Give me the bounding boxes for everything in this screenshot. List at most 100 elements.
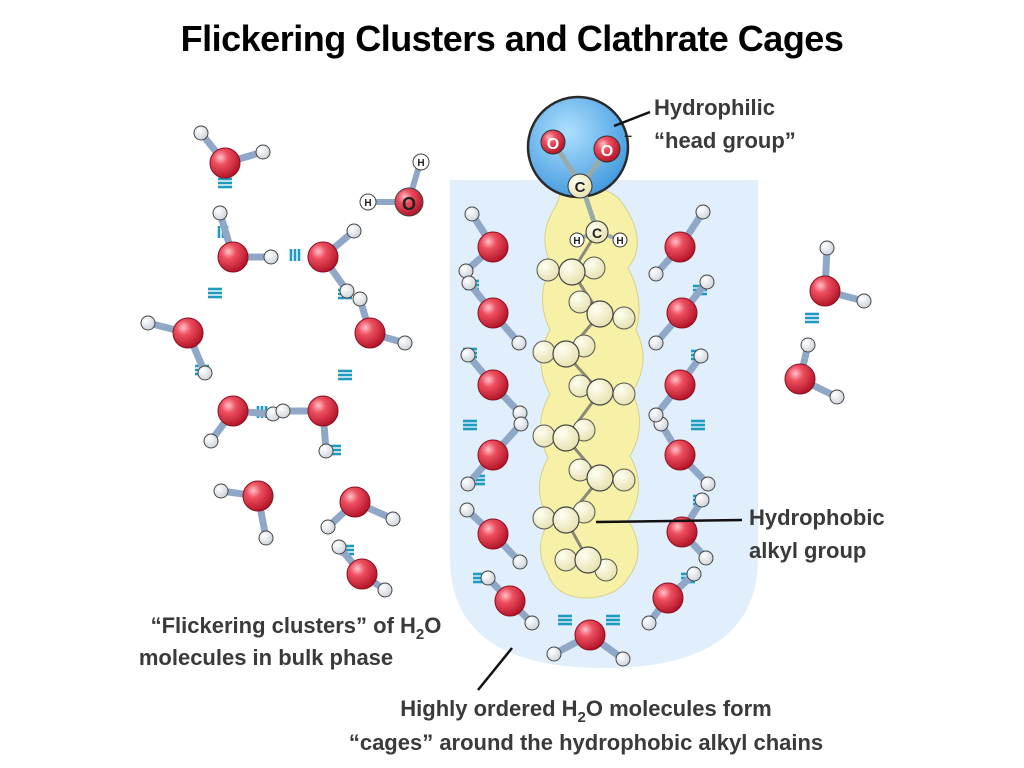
- hydrogen-atom: [698, 550, 714, 566]
- hydrogen-atom: [615, 651, 631, 667]
- alkyl-hydrogen-atom: [612, 468, 636, 492]
- water-molecule: [458, 206, 509, 279]
- water-molecule: [666, 492, 714, 566]
- hydrogen-bond: [558, 614, 572, 626]
- hydrogen-label: H: [616, 236, 623, 247]
- hydrogen-atom: [641, 615, 657, 631]
- alkyl-carbon-atom: [574, 546, 602, 574]
- hydrogen-atom: [512, 554, 528, 570]
- hydrogen-atom: [464, 206, 480, 222]
- carbon-label: C: [592, 225, 602, 241]
- oxygen-atom: [307, 241, 339, 273]
- hydrogen-atom: [856, 293, 872, 309]
- hydrogen-atom: [397, 335, 413, 351]
- oxygen-atom: [664, 231, 696, 263]
- hydrogen-atom: [648, 335, 664, 351]
- water-molecule: [641, 566, 702, 631]
- alkyl-hydrogen-atom: [568, 290, 592, 314]
- clusters-text-sub: 2: [416, 626, 424, 643]
- water-molecule: [648, 204, 711, 282]
- cages-text-b: O molecules form: [586, 696, 772, 721]
- hydrogen-atom: [480, 570, 496, 586]
- water-molecule: [784, 337, 845, 405]
- alkyl-carbon-atom: [586, 378, 614, 406]
- oxygen-atom: [809, 275, 841, 307]
- hydrogen-atom: [213, 483, 229, 499]
- hydrogen-bond: [218, 177, 232, 189]
- head-group-leader-line: [613, 110, 651, 128]
- cages-label-line2: “cages” around the hydrophobic alkyl cha…: [349, 730, 823, 755]
- oxygen-atom: [494, 585, 526, 617]
- hydrogen-atom: [320, 519, 336, 535]
- hydrogen-atom: [377, 582, 393, 598]
- alkyl-label-line2: alkyl group: [749, 538, 866, 563]
- water-molecule: [331, 539, 393, 598]
- oxygen-atom: [664, 439, 696, 471]
- alkyl-hydrogen-atom: [536, 258, 560, 282]
- slide-title: Flickering Clusters and Clathrate Cages: [180, 18, 844, 59]
- oxygen-label: O: [601, 143, 613, 160]
- water-molecule: [307, 223, 362, 299]
- water-molecule: [653, 416, 716, 492]
- hydrogen-bond: [208, 287, 222, 299]
- hydrogen-atom: [461, 275, 477, 291]
- alkyl-hydrogen-atom: [612, 382, 636, 406]
- hydrogen-atom: [339, 283, 355, 299]
- alkyl-hydrogen-atom: [582, 256, 606, 280]
- alkyl-carbon-atom: [586, 464, 614, 492]
- clusters-text-a: “Flickering clusters” of H: [151, 613, 416, 638]
- oxygen-atom: [217, 241, 249, 273]
- hydrogen-label: H: [573, 236, 580, 247]
- hydrogen-label: H: [417, 158, 424, 169]
- hydrogen-bond: [289, 249, 301, 261]
- cages-label-line1: Highly ordered H2O molecules form: [400, 696, 771, 726]
- water-molecule: [460, 416, 529, 492]
- hydrogen-atom: [612, 232, 628, 248]
- oxygen-atom: [540, 129, 566, 155]
- hydrogen-atom: [352, 291, 368, 307]
- alkyl-hydrogen-atom: [612, 306, 636, 330]
- hydrogen-atom: [203, 433, 219, 449]
- hydrogen-atom: [140, 315, 156, 331]
- hydrogen-atom: [460, 476, 476, 492]
- clusters-label-line1: “Flickering clusters” of H2O: [151, 613, 442, 643]
- hydrogen-atom: [459, 502, 475, 518]
- hydrogen-atom: [699, 274, 715, 290]
- alkyl-carbon-atom: [552, 506, 580, 534]
- clusters-text-b: O: [424, 613, 441, 638]
- charge-label: –: [624, 127, 632, 143]
- hydrogen-atom: [318, 443, 334, 459]
- oxygen-label: O: [402, 194, 416, 214]
- water-molecule: [480, 570, 540, 631]
- alkyl-hydrogen-atom: [532, 506, 556, 530]
- hydrogen-atom: [700, 476, 716, 492]
- hydrogen-bond: [338, 369, 352, 381]
- hydrogen-label: H: [364, 198, 371, 209]
- oxygen-atom: [593, 135, 621, 163]
- hydrogen-bond: [463, 419, 477, 431]
- alkyl-carbon-atom: [558, 258, 586, 286]
- alkyl-hydrogen-atom: [554, 548, 578, 572]
- oxygen-atom: [477, 518, 509, 550]
- oxygen-atom: [209, 147, 241, 179]
- head-group: O O – C C H H: [526, 95, 632, 248]
- oxygen-atom: [217, 395, 249, 427]
- hydrogen-atom: [263, 249, 279, 265]
- oxygen-atom: [574, 619, 606, 651]
- water-molecule: [352, 291, 413, 351]
- hydrogen-atom: [694, 492, 710, 508]
- water-molecule: [275, 395, 339, 459]
- hydrogen-atom: [212, 205, 228, 221]
- hydrogen-bond: [606, 614, 620, 626]
- alkyl-hydrogen-atom: [532, 340, 556, 364]
- hydrogen-atom: [331, 539, 347, 555]
- oxygen-label: O: [547, 136, 559, 153]
- water-molecule: [809, 240, 872, 309]
- hydrogen-atom: [193, 125, 209, 141]
- head-group-label-line1: Hydrophilic: [654, 95, 775, 120]
- hydrogen-atom: [546, 646, 562, 662]
- oxygen-atom: [664, 369, 696, 401]
- water-molecule: [546, 619, 631, 667]
- oxygen-atom: [477, 297, 509, 329]
- hydrogen-bond: [805, 312, 819, 324]
